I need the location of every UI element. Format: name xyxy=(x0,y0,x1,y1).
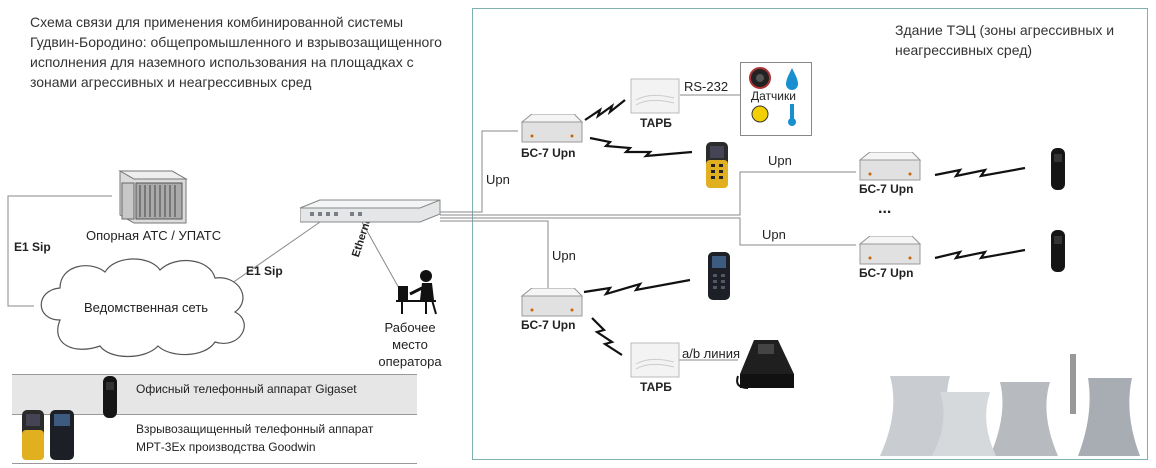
upn-bottom-label: Upn xyxy=(552,248,576,263)
radio-bs-top-tarb xyxy=(584,99,626,121)
upn-right2-label: Upn xyxy=(762,227,786,242)
radio-bs-bottom-phone xyxy=(583,278,691,296)
line-ats-network xyxy=(7,195,112,307)
line-switch-bs-right1 xyxy=(440,171,856,216)
gigaset-phone-icon xyxy=(1051,148,1065,190)
ab-line-label: a/b линия xyxy=(682,346,741,361)
line-switch-bs-top xyxy=(440,130,518,213)
legend-row-ex xyxy=(12,414,417,464)
upn-right1-label: Upn xyxy=(768,153,792,168)
bs-top-icon xyxy=(520,114,584,143)
switch-icon xyxy=(300,199,441,223)
dial-icon xyxy=(751,105,769,123)
tarb-top-icon xyxy=(630,78,680,114)
upn-top-label: Upn xyxy=(486,172,510,187)
bs-right2-icon xyxy=(858,236,922,265)
tarb-bottom-icon xyxy=(630,342,680,378)
drop-icon xyxy=(786,68,798,90)
sensors-icons xyxy=(749,67,798,126)
desk-phone-icon xyxy=(736,340,794,389)
network-label: Ведомственная сеть xyxy=(84,300,209,315)
tec-zone-border xyxy=(472,8,1148,460)
radio-bs-top-phone xyxy=(589,136,693,158)
legend-office-text: Офисный телефонный аппарат Gigaset xyxy=(136,382,357,396)
ex-phone-dark-icon xyxy=(708,252,730,300)
bs-bottom-icon xyxy=(520,288,584,317)
ats-rack-icon xyxy=(118,170,188,224)
line-switch-bs-bottom xyxy=(440,220,549,290)
operator-label: Рабочее место оператора xyxy=(378,320,442,369)
power-plant-image xyxy=(880,352,1140,456)
bs-right1-label: БС-7 Upn xyxy=(859,182,914,196)
line-switch-operator xyxy=(361,221,401,291)
legend-gigaset-icon xyxy=(103,376,117,418)
e1-left-label: E1 Sip xyxy=(14,240,51,254)
tec-zone-title: Здание ТЭЦ (зоны агрессивных и неагресси… xyxy=(895,22,1115,58)
radio-bs-bottom-tarb xyxy=(591,317,623,356)
gigaset-phone-icon xyxy=(1051,230,1065,272)
operator-workstation-icon xyxy=(396,270,437,315)
ats-label: Опорная АТС / УПАТС xyxy=(86,228,222,243)
line-switch-bs-right2 xyxy=(440,217,856,246)
tarb-top-label: ТАРБ xyxy=(640,116,672,130)
diagram-title: Схема связи для применения комбинированн… xyxy=(30,14,442,90)
legend-row-office xyxy=(12,374,417,415)
ex-phone-icon xyxy=(706,142,728,188)
e1-center-label: E1 Sip xyxy=(246,264,283,278)
legend-ex-phones-icon xyxy=(22,410,74,460)
thermometer-icon xyxy=(790,104,794,120)
bs-right1-icon xyxy=(858,152,922,181)
network-cloud xyxy=(40,258,245,357)
legend-ex-text: Взрывозащищенный телефонный аппарат МРТ-… xyxy=(136,422,374,454)
tarb-bottom-label: ТАРБ xyxy=(640,380,672,394)
bs-bottom-label: БС-7 Upn xyxy=(521,318,576,332)
ellipsis-label: ... xyxy=(878,200,892,217)
bs-right2-label: БС-7 Upn xyxy=(859,266,914,280)
line-network-switch xyxy=(224,221,321,289)
bs-top-label: БС-7 Upn xyxy=(521,146,576,160)
radio-bs-right2-phone xyxy=(934,248,1026,260)
rs232-label: RS-232 xyxy=(684,79,729,94)
radio-bs-right1-phone xyxy=(934,166,1026,178)
sensors-label: Датчики xyxy=(751,89,796,103)
